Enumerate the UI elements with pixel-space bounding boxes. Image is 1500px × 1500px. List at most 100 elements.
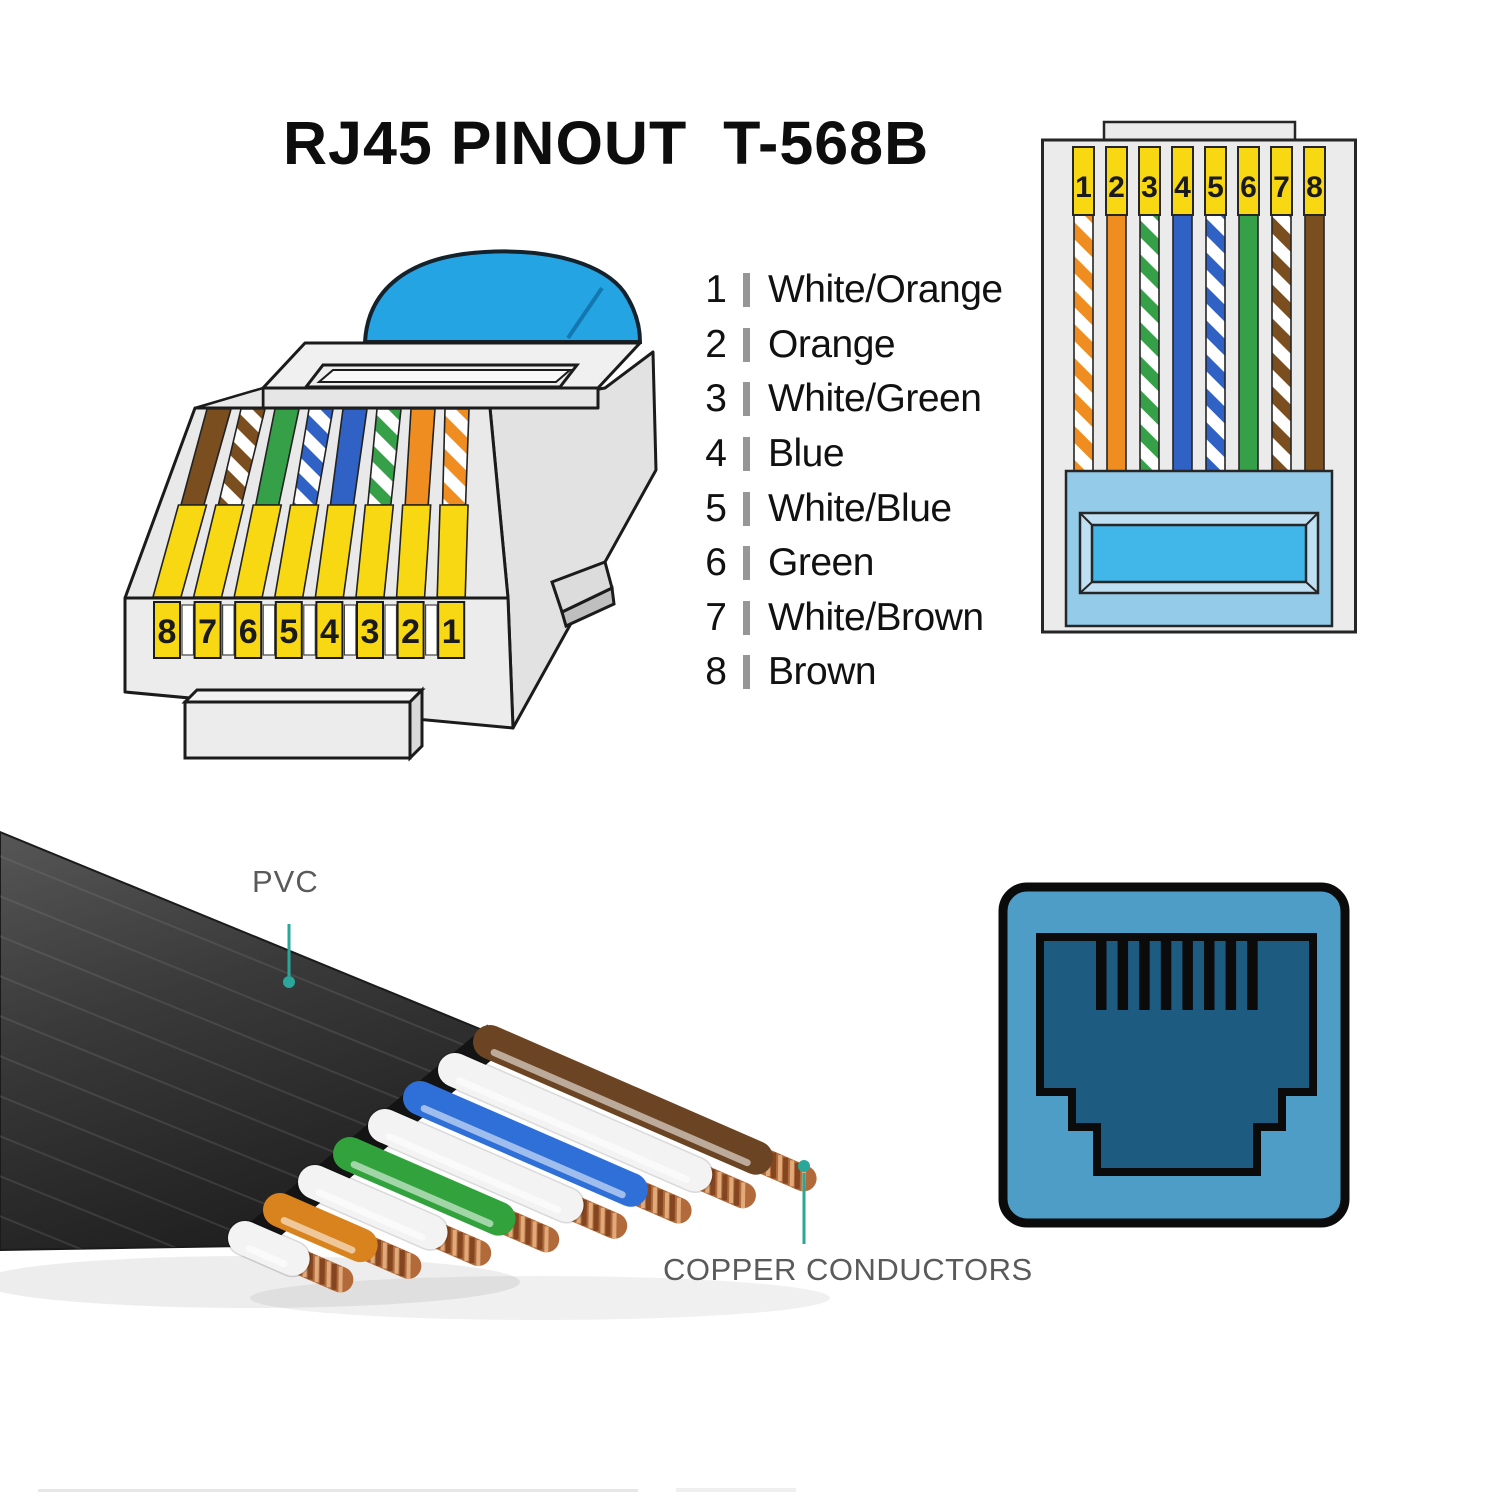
front-wire-white/blue [1205,214,1226,473]
cable-boot [362,249,643,344]
clip-tab [550,560,614,615]
copper-conductors-label: COPPER CONDUCTORS [663,1252,1033,1287]
copper-pointer-dot [798,1160,810,1172]
jacket-texture-line [0,1207,497,1250]
jacket-texture-line [0,1167,497,1250]
front-pin-number: 8 [158,613,177,651]
pin-separator-bar [743,491,750,526]
cable-wire-orange [263,1193,422,1279]
bevel-line [1305,512,1319,526]
front-pin-number: 7 [198,613,217,651]
bevel-line [1079,581,1093,594]
wire-sheen [385,1133,562,1214]
wire-insulation [368,1109,584,1223]
front-pin-block [274,601,303,659]
bevel-line [1079,512,1093,526]
pin-color-label: Green [768,541,874,585]
front-pin-block [1303,146,1326,216]
pin-separator-bar [743,327,750,362]
wire-insulation [403,1081,648,1207]
wire-insulation [298,1165,448,1250]
front-pin-number: 6 [1240,171,1257,204]
pin-color-label: White/Orange [768,268,1003,312]
wire-sheen [420,1105,626,1199]
pin-number: 1 [705,268,727,312]
cable-wire-white [436,1051,756,1209]
front-pin-number: 1 [442,613,461,651]
latch-top [181,688,426,704]
pin-separator-bar [743,655,750,690]
bevel-line [1305,581,1319,594]
front-wire-blue [1172,214,1193,473]
pin-separator-bar [743,273,750,308]
pin-separator-bar [743,382,750,417]
front-pin-block [1138,146,1161,216]
front-pin-block [1237,146,1260,216]
front-pin-number: 6 [239,613,258,651]
front-pin-number: 2 [1108,171,1125,204]
front-wire-white/green [1139,214,1160,473]
front-pin-number: 5 [1207,171,1224,204]
deck-wire-white/orange [441,408,470,506]
front-pin-block [153,601,181,659]
pin-number: 7 [705,595,727,639]
pin-color-label: White/Brown [768,595,984,639]
wires-shadow [250,1276,830,1320]
front-pin-number: 8 [1306,171,1323,204]
latch-side [408,686,424,762]
front-pin-number: 4 [320,613,339,651]
front-pin-block [356,601,384,659]
jack-pin-slot [1225,937,1237,1010]
front-pin-block [234,601,263,659]
flat-cable-photo: PVC COPPER CONDUCTORS [0,830,1032,1320]
front-wire-white/orange [1073,214,1094,473]
pin-gap [425,604,438,656]
front-pin-block [1105,146,1128,216]
wire-insulation [473,1025,773,1175]
jack-pin-slot [1117,937,1129,1010]
front-pin-block [437,601,466,659]
front-pin-block [396,601,425,659]
pin-gap [262,604,276,656]
cable-wire-white [296,1163,492,1267]
scan-artifact-line [676,1488,796,1492]
pin-number: 8 [705,650,727,694]
page-title: RJ45 PINOUT T-568B [283,109,930,177]
pin-gap [221,604,235,656]
deck-pin-contact [395,504,432,598]
jack-pin-slot [1096,937,1107,1010]
wire-sheen [350,1161,494,1228]
pin-separator-bar [743,600,750,635]
wire-sheen [315,1189,426,1241]
front-wire-orange [1106,214,1127,473]
jack-pin-slot [1139,937,1150,1010]
front-wire-white/brown [1271,214,1292,473]
front-pin-number: 3 [361,613,380,651]
front-pin-block [315,601,344,659]
wire-sheen [245,1245,288,1268]
jack-pin-slot [1160,937,1172,1010]
jack-pin-slot [1204,937,1215,1010]
jacket-texture-line [0,1087,497,1250]
wire-insulation [263,1193,378,1263]
front-pin-block [1072,146,1095,216]
wire-sheen [490,1049,751,1167]
cable-wire-green [333,1137,560,1253]
pin-number: 3 [705,377,727,421]
jack-pin-slot [1247,937,1258,1010]
cable-wire-white [226,1219,354,1293]
pin-gap [384,604,398,656]
front-pin-block [1270,146,1293,216]
wire-insulation [228,1221,310,1276]
cable-boot-detail-line [566,286,604,340]
pin-gap [343,604,357,656]
rj45-jack-icon [998,882,1350,1228]
pin-color-label: White/Blue [768,486,952,530]
